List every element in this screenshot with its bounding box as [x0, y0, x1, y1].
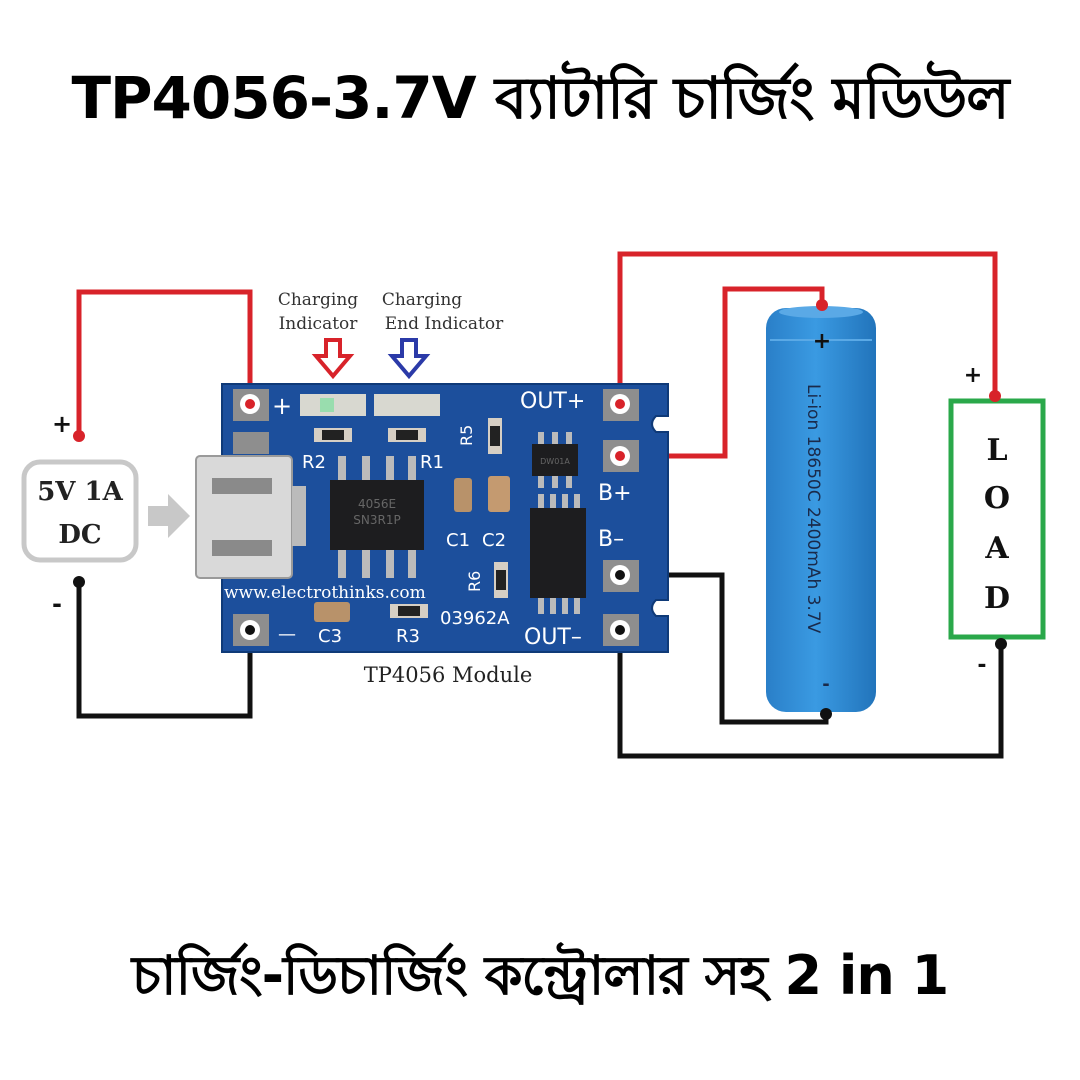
wire-out-negative-to-load	[617, 630, 1004, 759]
load-letter-o: O	[984, 481, 1010, 516]
load: + - L O A D	[948, 363, 1046, 678]
power-minus-node	[73, 576, 85, 588]
svg-text:C1: C1	[446, 530, 470, 551]
svg-text:4056E: 4056E	[358, 497, 396, 511]
battery-plus-node	[816, 299, 828, 311]
li-ion-battery: + - Li-ion 18650C 2400mAh 3.7V	[766, 299, 876, 720]
svg-text:R2: R2	[302, 452, 326, 473]
solder-holes	[240, 394, 630, 640]
red-down-arrow-icon	[311, 338, 355, 380]
power-source-box	[21, 459, 139, 563]
svg-text:R1: R1	[420, 452, 444, 473]
power-source-line1: 5V 1A	[37, 477, 123, 507]
capacitor-c1	[454, 478, 472, 512]
svg-text:C3: C3	[318, 626, 342, 647]
end-led	[374, 394, 440, 416]
micro-usb-port	[195, 455, 293, 579]
load-letter-l: L	[986, 433, 1007, 468]
end-indicator-line1: Charging	[382, 290, 462, 310]
wire-input-negative	[76, 582, 253, 719]
pcb-pads	[233, 389, 639, 646]
pad-label-out-minus: OUT–	[524, 625, 582, 650]
pcb-website: www.electrothinks.com	[224, 583, 426, 603]
pad-label-out-plus: OUT+	[520, 389, 585, 414]
load-letter-a: A	[984, 531, 1009, 566]
power-plus-node	[73, 430, 85, 442]
wire-input-positive	[76, 289, 253, 436]
charging-indicator-line2: Indicator	[279, 314, 359, 334]
svg-text:R3: R3	[396, 626, 420, 647]
svg-text:C2: C2	[482, 530, 506, 551]
battery-minus-sign: -	[822, 674, 829, 695]
svg-text:DW01A: DW01A	[540, 457, 570, 466]
power-source: + - 5V 1A DC	[21, 410, 190, 618]
pad-label-b-plus: B+	[598, 481, 632, 506]
page-title: TP4056-3.7V ব্যাটারি চার্জিং মডিউল	[71, 64, 1009, 132]
end-indicator-line2: End Indicator	[385, 314, 504, 334]
pad-label-b-minus: B–	[598, 527, 624, 552]
capacitor-c3	[314, 602, 350, 622]
wire-out-positive-to-load	[617, 251, 998, 404]
dw01a-chip: DW01A	[532, 432, 578, 488]
indicator-labels: Charging Indicator Charging End Indicato…	[278, 290, 504, 380]
module-caption: TP4056 Module	[364, 663, 533, 687]
svg-text:SN3R1P: SN3R1P	[353, 513, 400, 527]
tp4056-module: 4056E SN3R1P DW01A + — OUT+ B+ B– OUT– R…	[195, 383, 669, 687]
battery-body	[766, 308, 876, 712]
blue-down-arrow-icon	[387, 338, 431, 380]
tp4056-chip: 4056E SN3R1P	[330, 456, 424, 578]
battery-label: Li-ion 18650C 2400mAh 3.7V	[803, 384, 823, 634]
positive-wires	[76, 251, 998, 459]
svg-text:R5: R5	[457, 425, 476, 446]
arrow-right-icon	[148, 494, 190, 538]
svg-text:R6: R6	[465, 571, 484, 592]
mosfet-chip	[530, 494, 586, 614]
load-minus-sign: -	[977, 653, 986, 678]
load-minus-node	[995, 638, 1007, 650]
wire-b-positive-to-battery	[620, 286, 825, 459]
power-plus-sign: +	[52, 410, 72, 438]
power-minus-sign: -	[52, 590, 62, 618]
page-subtitle: চার্জিং-ডিচার্জিং কন্ট্রোলার সহ 2 in 1	[131, 944, 949, 1007]
capacitor-c2	[488, 476, 510, 512]
battery-minus-node	[820, 708, 832, 720]
pad-label-in-minus: —	[278, 624, 296, 645]
charging-indicator-line1: Charging	[278, 290, 358, 310]
battery-plus-sign: +	[813, 329, 831, 354]
pad-label-in-plus: +	[272, 392, 292, 420]
load-plus-node	[989, 390, 1001, 402]
load-letter-d: D	[984, 581, 1010, 616]
svg-text:03962A: 03962A	[440, 608, 510, 629]
load-plus-sign: +	[964, 363, 982, 388]
power-source-line2: DC	[58, 520, 101, 550]
